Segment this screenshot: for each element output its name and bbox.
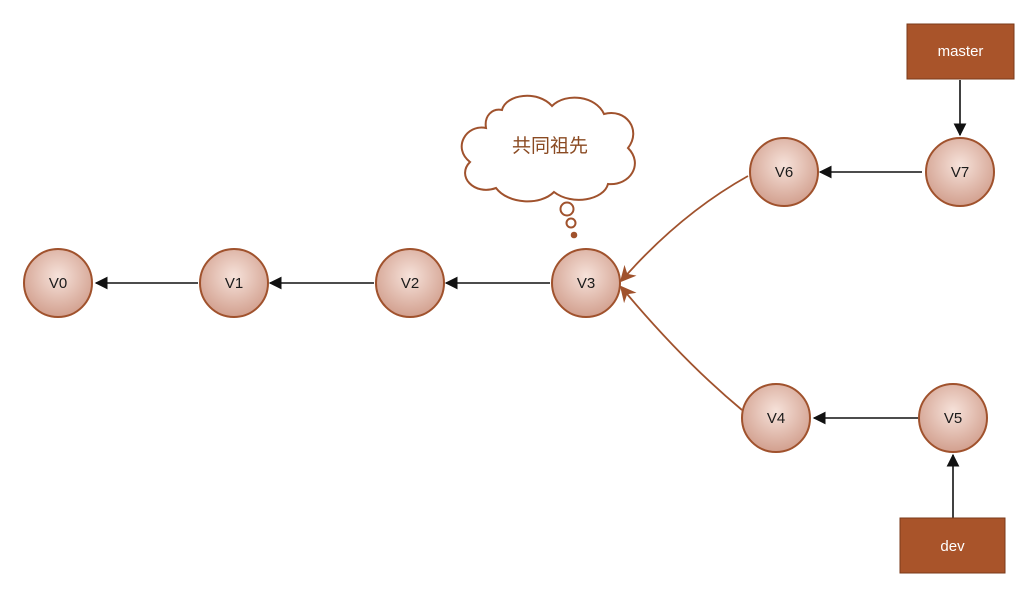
thought-bubble-medium [565,217,577,229]
branch-master: master [906,23,1015,80]
commit-node-v7-label: V7 [951,164,969,181]
common-ancestor-callout: 共同祖先 [460,94,636,239]
commit-node-v7: V7 [925,137,995,207]
commit-node-v3-label: V3 [577,275,595,292]
branch-master-box [906,23,1015,80]
commit-node-v5-circle [918,383,988,453]
commit-node-v1: V1 [199,248,269,318]
commit-node-v5: V5 [918,383,988,453]
commit-node-v2-label: V2 [401,275,419,292]
commit-node-v6-label: V6 [775,164,793,181]
branch-dev-label: dev [940,538,965,555]
commit-node-v0-label: V0 [49,275,67,292]
edge-v6-v3 [619,175,749,283]
commit-node-v4-circle [741,383,811,453]
branch-dev: dev [899,517,1006,574]
commit-node-v3: V3 [551,248,621,318]
branch-master-label: master [938,43,984,60]
annotation-text: 共同祖先 [512,135,588,157]
commit-node-v7-circle [925,137,995,207]
thought-bubble-large [559,201,575,217]
commit-node-v0: V0 [23,248,93,318]
commit-node-v0-circle [23,248,93,318]
commit-node-v4: V4 [741,383,811,453]
commit-node-v3-circle [551,248,621,318]
commit-node-v2-circle [375,248,445,318]
edge-v4-v3 [619,285,743,411]
branch-dev-box [899,517,1006,574]
commit-node-v1-label: V1 [225,275,243,292]
thought-bubble-small [570,231,578,239]
commit-node-v6-circle [749,137,819,207]
commit-node-v6: V6 [749,137,819,207]
commit-node-v1-circle [199,248,269,318]
commit-node-v4-label: V4 [767,410,785,427]
commit-node-v2: V2 [375,248,445,318]
commit-node-v5-label: V5 [944,410,962,427]
thought-cloud-shape [460,94,636,203]
